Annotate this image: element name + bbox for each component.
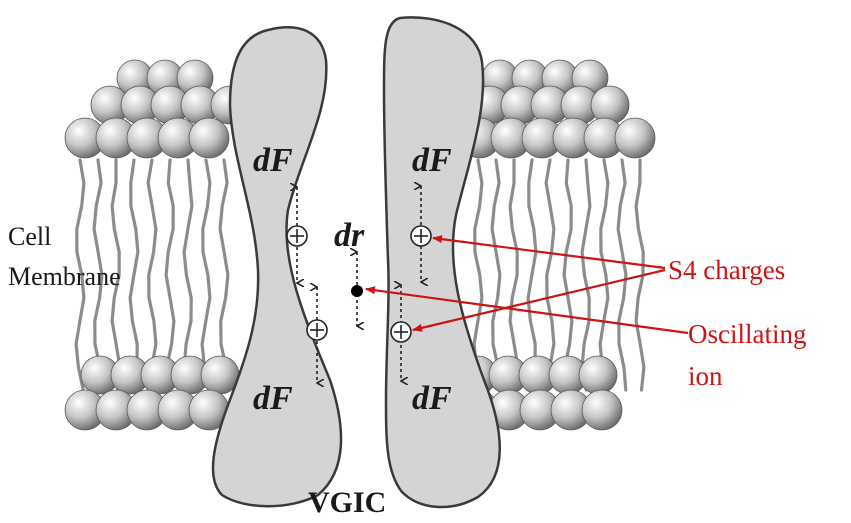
- lipid-tail: [218, 158, 230, 392]
- lipid-tail: [74, 158, 86, 392]
- charge-icon-right-lower: [390, 321, 412, 343]
- lipid-tail: [544, 158, 556, 392]
- charge-icon-right-upper: [410, 225, 432, 247]
- lipid-tail: [146, 158, 158, 392]
- lipid-head: [188, 117, 230, 159]
- lipid-tail: [490, 158, 502, 392]
- df-label-right-top: dF: [412, 142, 452, 179]
- pointer-s4-to-lower-charge: [412, 268, 666, 332]
- channel-subunit-left: [211, 26, 343, 508]
- s4-charges-label: S4 charges: [668, 255, 785, 285]
- charge-icon-left-upper: [286, 225, 308, 247]
- lipid-tail: [200, 158, 212, 392]
- lipid-tail: [616, 158, 628, 392]
- pointer-oscillating-to-ion: [365, 286, 689, 335]
- vgic-title: VGIC: [308, 486, 386, 518]
- lipid-heads-top-right: [459, 59, 656, 159]
- lipid-tail: [164, 158, 176, 392]
- lipid-head: [614, 117, 656, 159]
- lipid-heads-bottom-left: [64, 355, 240, 431]
- df-label-right-bottom: dF: [412, 380, 452, 417]
- lipid-head: [590, 85, 630, 125]
- lipid-tail: [182, 158, 194, 392]
- oscillating-ion-label-line2: ion: [688, 361, 723, 391]
- cell-membrane-label-line1: Cell: [8, 222, 51, 251]
- df-label-left-top: dF: [253, 142, 293, 179]
- oscillating-ion-label-line1: Oscillating: [688, 319, 806, 349]
- lipid-head: [578, 355, 618, 395]
- df-label-left-bottom: dF: [253, 380, 293, 417]
- lipid-tail: [598, 158, 610, 392]
- lipid-tail: [92, 158, 104, 392]
- lipid-tail: [110, 158, 122, 392]
- lipid-tails-left: [74, 158, 230, 392]
- dr-label: dr: [334, 217, 365, 254]
- lipid-tails-right: [472, 158, 646, 392]
- lipid-tail: [526, 158, 538, 392]
- lipid-heads-top-left: [64, 59, 250, 159]
- lipid-tail: [580, 158, 592, 392]
- lipid-tail: [508, 158, 520, 392]
- charge-icon-left-lower: [306, 319, 328, 341]
- cell-membrane-label-line2: Membrane: [8, 262, 121, 291]
- channel-subunit-right: [382, 16, 501, 509]
- pointer-s4-to-upper-charge: [432, 235, 666, 270]
- lipid-head: [581, 389, 623, 431]
- lipid-tail: [128, 158, 140, 392]
- lipid-tail: [562, 158, 574, 392]
- ion-dot-icon: [351, 285, 363, 297]
